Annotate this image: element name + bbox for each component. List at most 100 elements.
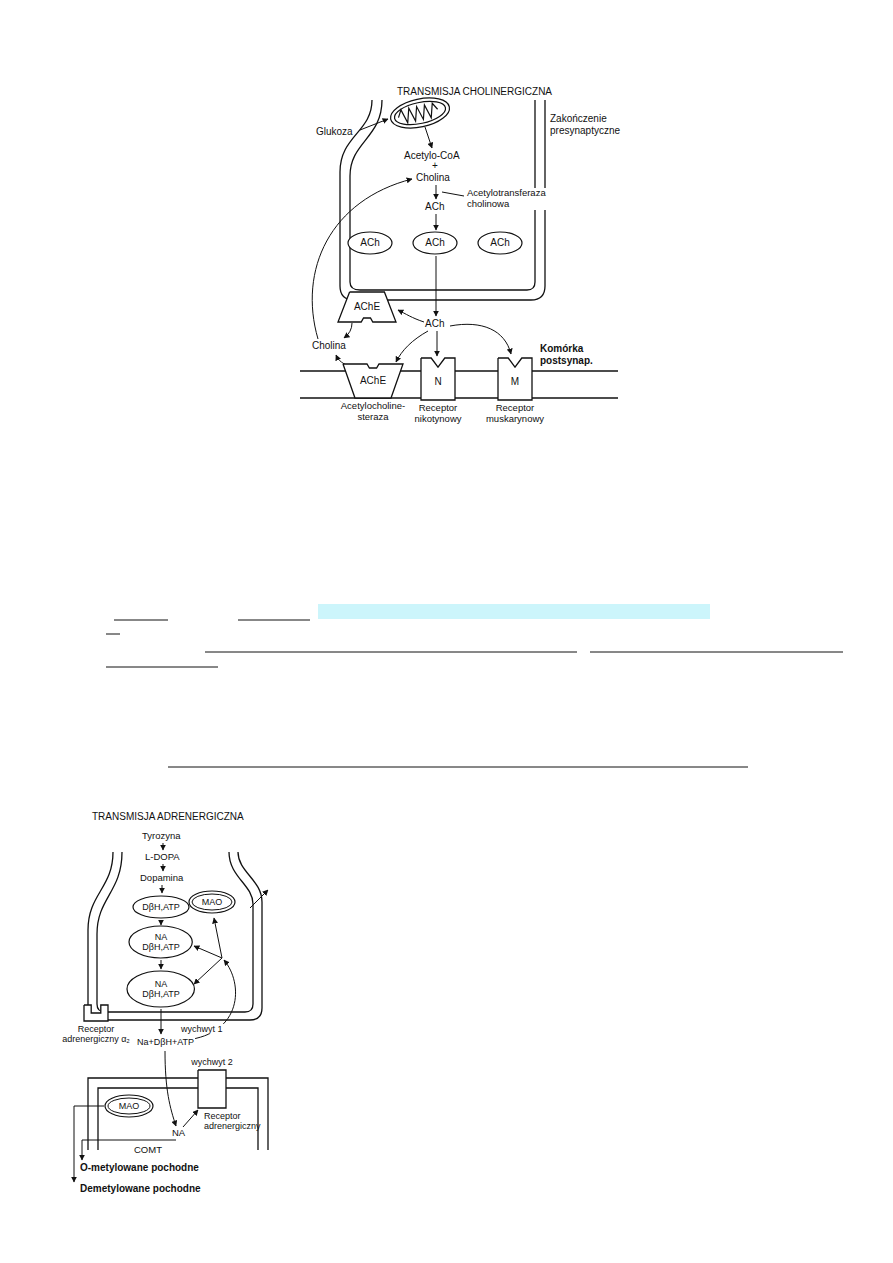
mitochondrion (397, 102, 439, 124)
substance-label: Acetylo-CoA (404, 150, 460, 162)
receptor-shape: MReceptor muskarynowy (498, 358, 532, 400)
arrow (360, 119, 388, 130)
postsynaptic-cell (88, 1078, 268, 1150)
vesicle: DβH,ATP (132, 895, 190, 919)
vesicle: ACh (412, 231, 458, 255)
process-label: wychwyt 1 (180, 1024, 224, 1034)
substance-label: ACh (425, 318, 444, 330)
mitochondrion: MAO (104, 1094, 154, 1118)
uptake-box: wychwyt 2 (198, 1070, 226, 1108)
mitochondrion-outline (189, 891, 235, 913)
enzyme-label: COMT (134, 1145, 162, 1156)
node-heading: Receptor adrenergiczny α₂ (60, 1024, 132, 1045)
mitochondrion-membrane (192, 894, 232, 910)
mitochondrion-membrane (108, 1098, 150, 1114)
enzyme-shape: AChE (338, 292, 396, 322)
mitochondrion (388, 93, 453, 133)
underline (106, 634, 120, 635)
node-text: NA DβH,ATP (139, 932, 182, 953)
postsynaptic-membrane (300, 397, 618, 398)
substance-label: L-DOPA (145, 852, 180, 863)
underline (205, 652, 577, 653)
receptor-label: Receptor adrenergiczny (204, 1111, 258, 1132)
arrow (162, 885, 163, 893)
node-text: ACh (425, 237, 444, 249)
substance-label: Glukoza (316, 126, 353, 138)
enzyme-label: Acetylotransferaza cholinowa (466, 188, 564, 210)
region-label: Zakończenie presynaptyczne (550, 113, 632, 136)
diagram-title: TRANSMISJA CHOLINERGICZNA (397, 86, 552, 98)
node-text: DβH,ATP (142, 902, 180, 912)
arrow (250, 890, 268, 908)
leader-line (442, 192, 464, 196)
substance-label: Cholina (312, 340, 346, 352)
postsynaptic-cell (98, 1088, 198, 1150)
product-label: O-metylowane pochodne (80, 1162, 199, 1174)
arrow (163, 843, 164, 850)
leader-line (442, 192, 464, 196)
arrow (194, 958, 222, 984)
vesicle: NA DβH,ATP (126, 970, 195, 1008)
node-text: N (434, 376, 441, 388)
arrow (436, 256, 437, 316)
vesicle-outline (478, 232, 522, 254)
arrow (74, 843, 268, 1182)
node-text: AChE (354, 301, 380, 313)
vesicle: NA DβH,ATP (128, 925, 193, 959)
node-text: AChE (360, 375, 386, 387)
receptor-shape: NReceptor nikotynowy (421, 358, 455, 400)
presynaptic-terminal (97, 852, 253, 1012)
underline (106, 620, 843, 767)
vesicle-outline (133, 896, 189, 918)
node-heading: Acetylocholine- steraza (339, 401, 407, 423)
uptake-box-outline (198, 1070, 226, 1108)
arrow (425, 127, 432, 148)
underline (114, 620, 168, 621)
diagram-title: TRANSMISJA ADRENERGICZNA (92, 811, 244, 823)
region-label: Komórka postsynap. (540, 343, 602, 366)
arrow (183, 1110, 198, 1127)
arrow (437, 331, 438, 356)
arrow (436, 185, 437, 199)
arrow (161, 960, 162, 969)
receptor-shape-outline (421, 358, 455, 400)
arrow (163, 864, 164, 871)
mitochondrion (392, 97, 447, 128)
enzyme-shape: AChEAcetylocholine- steraza (343, 364, 403, 398)
postsynaptic-cell (88, 1078, 198, 1150)
text-highlight (318, 604, 710, 619)
vesicle-outline (348, 232, 392, 254)
node-text: M (511, 376, 519, 388)
substance-label: ACh (425, 201, 444, 213)
substance-label: Na+DβH+ATP (136, 1037, 195, 1047)
arrow (214, 918, 222, 958)
text-highlight (318, 604, 710, 619)
vesicle: ACh (477, 231, 523, 255)
vesicle-outline (129, 926, 192, 958)
mitochondrion (388, 93, 453, 133)
node-text: MAO (118, 1101, 141, 1111)
node-heading: Receptor nikotynowy (410, 403, 466, 425)
enzyme-shape-outline (343, 364, 403, 398)
arrow (312, 179, 412, 339)
node-text: ACh (490, 237, 509, 249)
mitochondrion: MAO (188, 890, 236, 914)
node-text: ACh (360, 237, 379, 249)
vesicle: ACh (347, 231, 393, 255)
enzyme-shape-outline (338, 292, 396, 322)
receptor-shape-outline (84, 1005, 108, 1021)
arrow (436, 214, 437, 230)
receptor-shape-outline (498, 358, 532, 400)
uptake-box-outline (198, 1070, 226, 1108)
substance-label: Cholina (416, 172, 450, 184)
arrow (450, 324, 511, 354)
arrow (161, 920, 162, 925)
node-text: MAO (201, 897, 224, 907)
node-heading: Receptor muskarynowy (482, 403, 548, 425)
underline (238, 620, 310, 621)
arrow (82, 1140, 176, 1160)
